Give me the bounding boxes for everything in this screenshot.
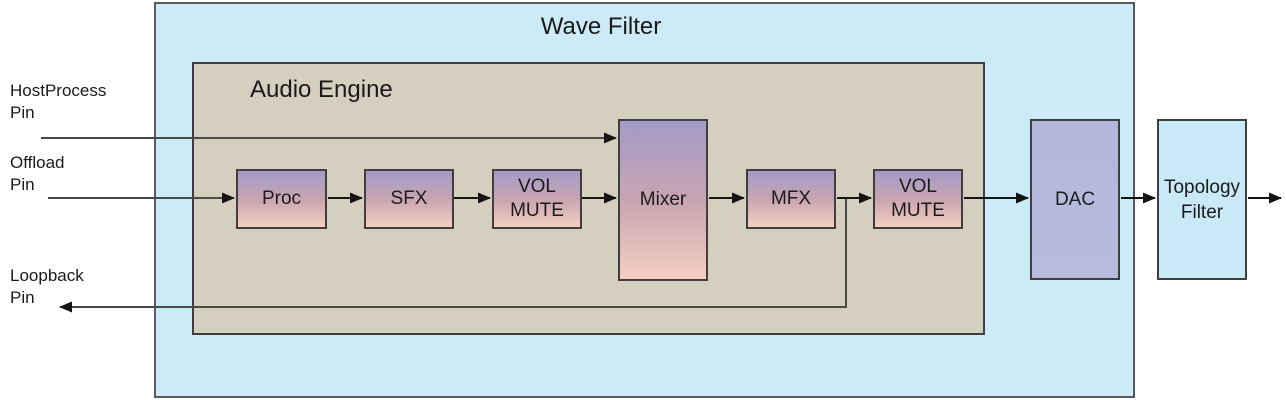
hostprocess-pin-label: HostProcess Pin xyxy=(10,80,106,124)
block-topology-filter-line2: Filter xyxy=(1180,201,1224,223)
block-mfx: MFX xyxy=(746,169,836,229)
hostprocess-pin-line2: Pin xyxy=(10,103,35,122)
offload-pin-line1: Offload xyxy=(10,153,65,172)
block-proc-label: Proc xyxy=(261,188,302,209)
block-vol-mute-1-line2: MUTE xyxy=(510,200,564,221)
audio-engine-title: Audio Engine xyxy=(250,76,393,103)
block-topology-filter-line1: Topology xyxy=(1163,176,1241,198)
offload-pin-line2: Pin xyxy=(10,175,35,194)
block-mixer-label: Mixer xyxy=(639,189,687,210)
block-mfx-label: MFX xyxy=(770,188,812,209)
loopback-pin-line1: Loopback xyxy=(10,266,84,285)
block-vol-mute-2-line1: VOL xyxy=(898,176,938,197)
block-vol-mute-2-line2: MUTE xyxy=(891,200,945,221)
block-dac: DAC xyxy=(1030,119,1120,280)
block-mixer: Mixer xyxy=(618,119,708,281)
block-sfx-label: SFX xyxy=(390,188,428,209)
block-vol-mute-1-line1: VOL xyxy=(517,176,557,197)
loopback-pin-label: Loopback Pin xyxy=(10,265,84,309)
hostprocess-pin-line1: HostProcess xyxy=(10,81,107,100)
offload-pin-label: Offload Pin xyxy=(10,152,65,196)
block-proc: Proc xyxy=(236,169,327,229)
block-topology-filter: Topology Filter xyxy=(1157,119,1247,280)
block-sfx: SFX xyxy=(364,169,454,229)
wave-filter-title: Wave Filter xyxy=(540,13,662,40)
block-dac-label: DAC xyxy=(1054,188,1096,210)
loopback-pin-line2: Pin xyxy=(10,288,35,307)
block-vol-mute-1: VOL MUTE xyxy=(492,169,582,229)
block-vol-mute-2: VOL MUTE xyxy=(873,169,963,229)
